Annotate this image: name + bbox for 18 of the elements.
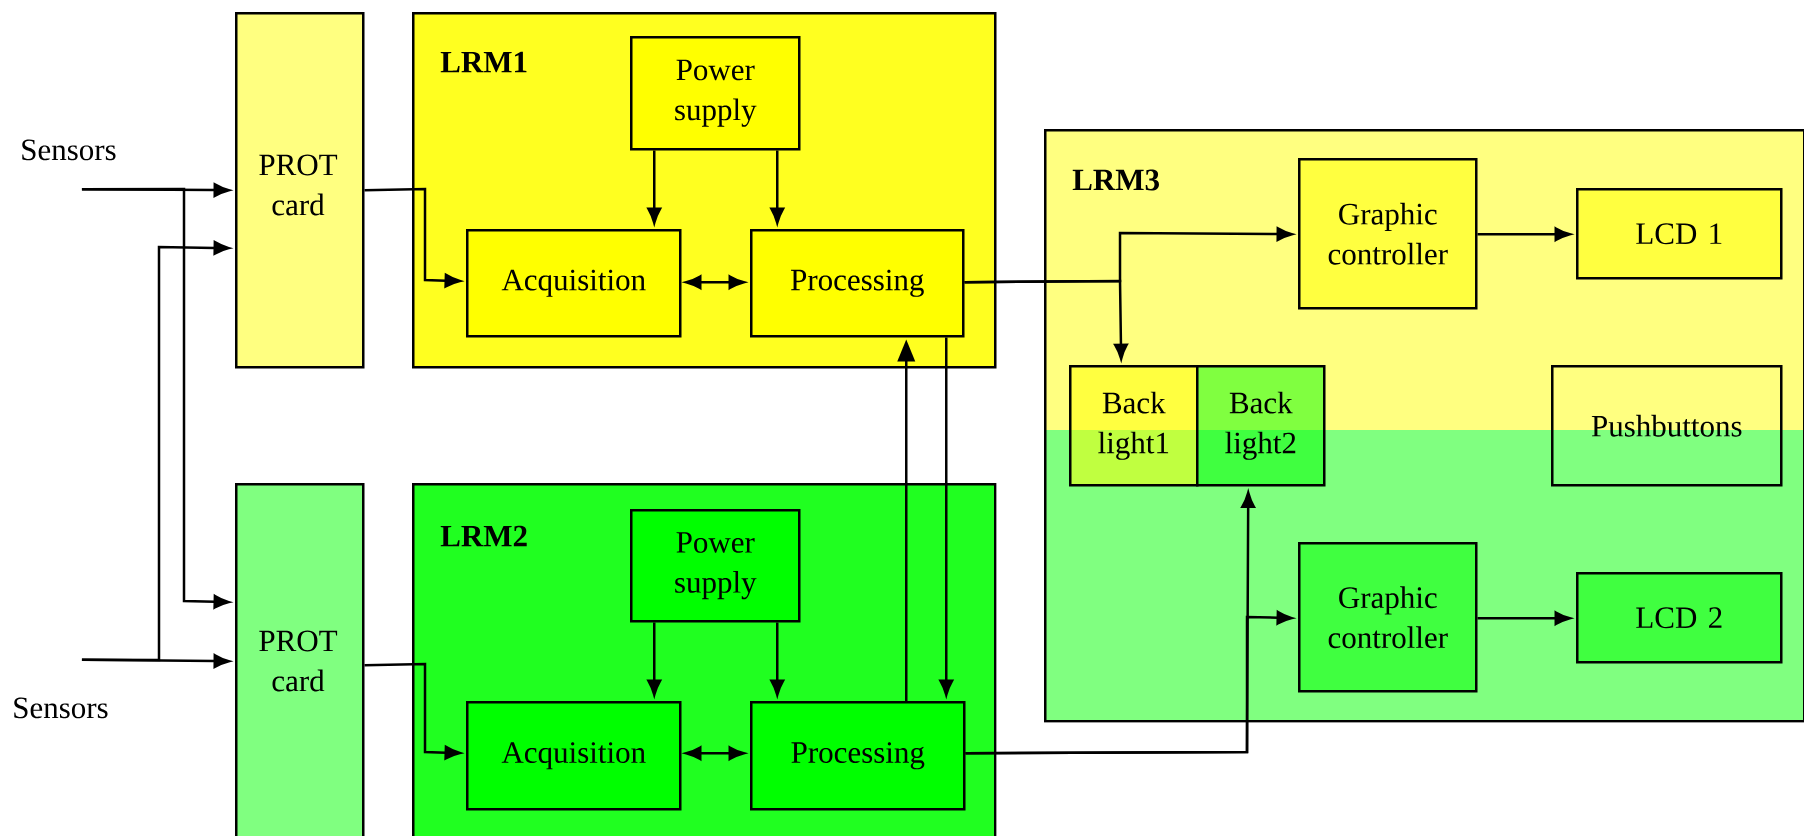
display-box: LCD 1: [1576, 188, 1783, 280]
display-box: LCD 2: [1576, 572, 1783, 664]
process-box: Processing: [750, 701, 966, 811]
prot-card: PROT card: [235, 12, 365, 369]
controller-box: Graphic controller: [1298, 542, 1478, 693]
process-box: Acquisition: [466, 229, 682, 338]
backlight-box: Back light1: [1069, 365, 1199, 487]
process-box: Processing: [750, 229, 965, 338]
sensor-label: Sensors: [14, 697, 108, 719]
power-supply-box: Power supply: [630, 509, 801, 623]
power-supply-box: Power supply: [630, 36, 801, 151]
pushbuttons-box: Pushbuttons: [1551, 365, 1783, 487]
prot-card: PROT card: [235, 483, 365, 836]
arrow: [897, 339, 916, 701]
backlight-box: Back light2: [1196, 365, 1326, 487]
sensor-label: Sensors: [22, 139, 116, 161]
process-box: Acquisition: [466, 701, 682, 811]
controller-box: Graphic controller: [1298, 158, 1478, 310]
